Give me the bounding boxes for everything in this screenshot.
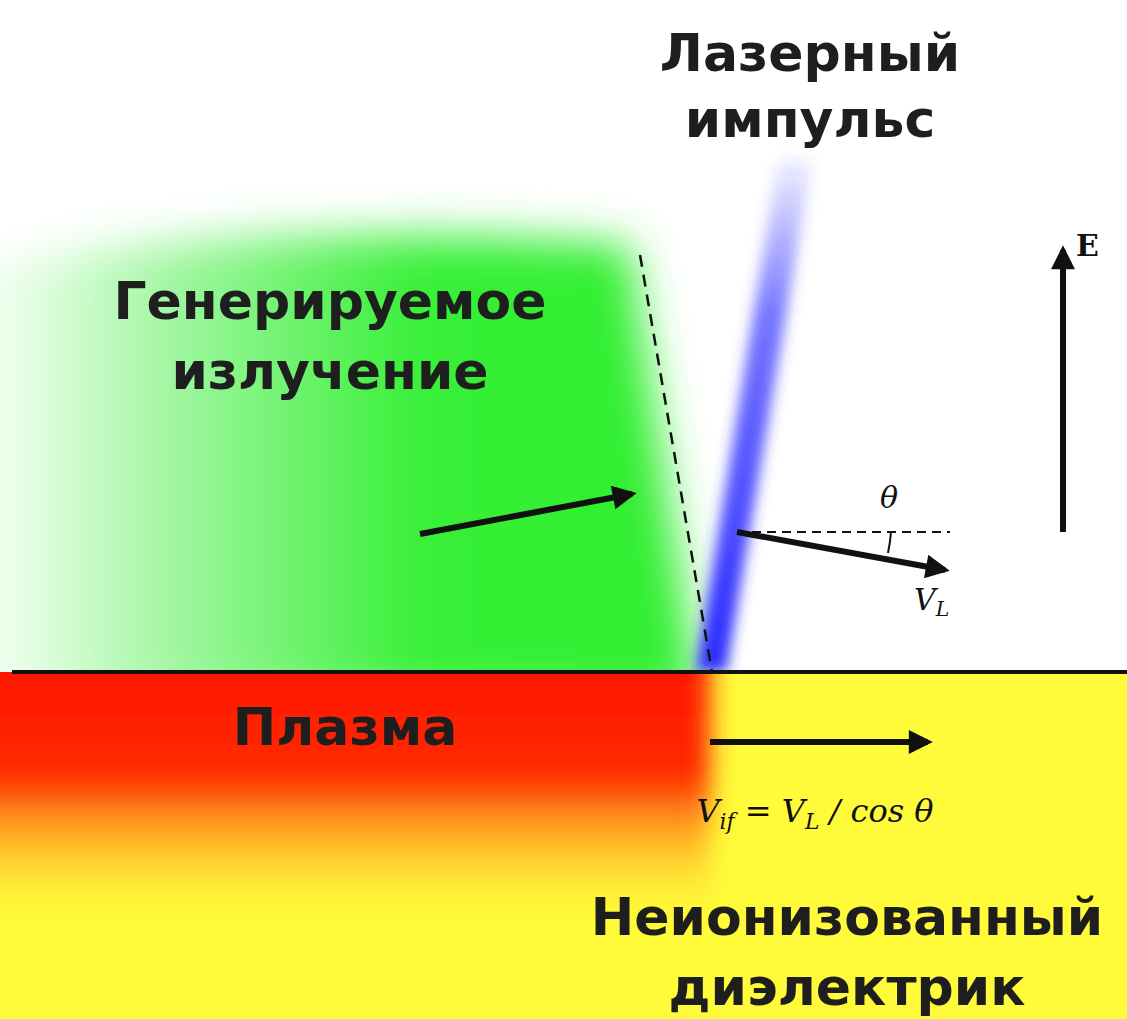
symbol-base: V xyxy=(696,792,719,830)
velocity-arrow xyxy=(737,532,945,570)
subscript: L xyxy=(936,597,950,621)
symbol: θ xyxy=(914,792,933,830)
angle-arc xyxy=(888,532,891,553)
front-velocity-arrow xyxy=(710,739,928,745)
region-label: Неионизованный диэлектрик xyxy=(577,882,1117,1019)
surface-line xyxy=(12,670,1127,674)
radiation-arrow xyxy=(420,494,632,534)
front-velocity-formula: Vif = VL / cos θ xyxy=(690,792,940,830)
symbol: / xyxy=(830,792,841,830)
space xyxy=(735,792,745,830)
space xyxy=(840,792,850,830)
wavefront-line xyxy=(640,255,712,672)
dielectric-region: Неионизованный диэлектрик xyxy=(573,878,1121,1019)
laser-beam xyxy=(696,160,812,672)
reference-line xyxy=(737,531,950,533)
symbol: VL xyxy=(914,582,949,617)
field-arrow xyxy=(1060,250,1066,532)
symbol-base: V xyxy=(782,792,805,830)
plasma-glow xyxy=(0,672,710,1019)
space xyxy=(772,792,782,830)
symbol: θ xyxy=(880,480,898,515)
field-symbol: E xyxy=(1076,228,1099,263)
symbol: Vif xyxy=(696,792,734,830)
space xyxy=(819,792,829,830)
plasma-region: Плазма xyxy=(180,688,510,766)
laser-label: Лазерный импульс xyxy=(615,20,1005,152)
subscript: if xyxy=(720,809,735,834)
region-label: Плазма xyxy=(184,692,506,762)
region-label: Генерируемое излучение xyxy=(74,266,586,406)
subscript: L xyxy=(805,809,819,834)
angle-symbol: θ xyxy=(880,480,898,515)
symbol: = xyxy=(745,792,772,830)
symbol: cos xyxy=(850,792,904,830)
symbol: E xyxy=(1076,228,1099,263)
radiation-region: Генерируемое излучение xyxy=(70,262,590,410)
symbol: VL xyxy=(782,792,820,830)
velocity-symbol: VL xyxy=(914,582,949,617)
radiation-glow xyxy=(0,234,700,672)
symbol-base: V xyxy=(914,582,936,617)
space xyxy=(904,792,914,830)
